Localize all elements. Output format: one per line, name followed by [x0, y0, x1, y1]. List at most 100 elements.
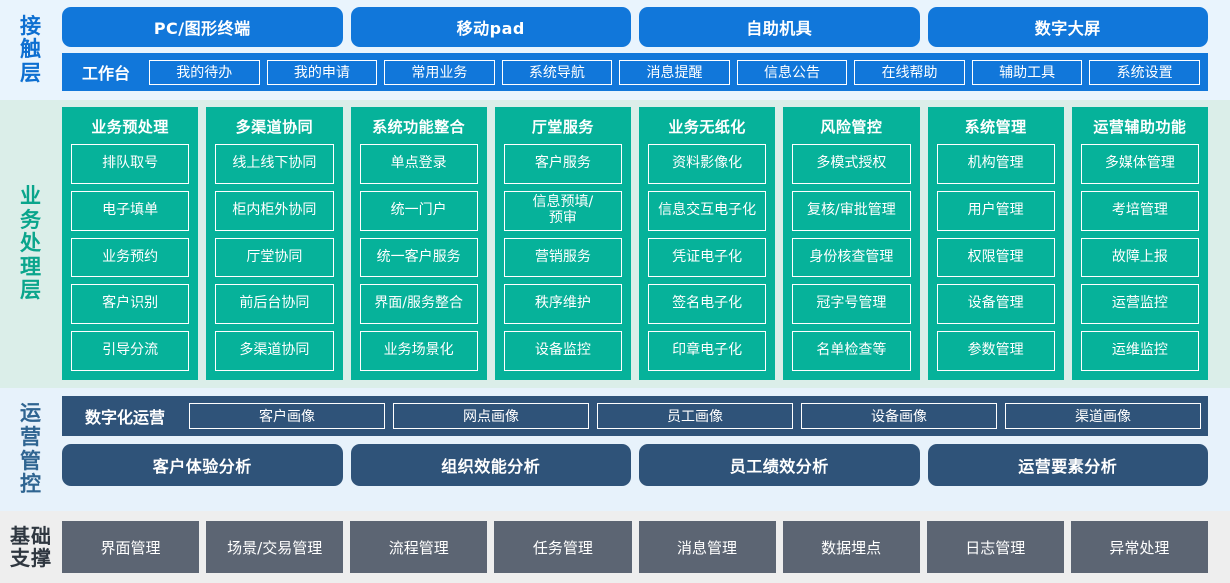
- column-title: 系统管理: [964, 117, 1027, 136]
- workbench-item-my-application[interactable]: 我的申请: [266, 59, 378, 85]
- column-item[interactable]: 运营监控: [1080, 284, 1199, 325]
- column-item[interactable]: 前后台协同: [215, 284, 334, 325]
- workbench-item-online-help[interactable]: 在线帮助: [854, 59, 965, 85]
- column-item[interactable]: 身份核查管理: [792, 237, 911, 278]
- workbench-item-common-business[interactable]: 常用业务: [384, 59, 495, 85]
- foundation-label-line-0: 基础: [10, 523, 52, 548]
- column-item[interactable]: 统一客户服务: [359, 237, 478, 278]
- column-item[interactable]: 权限管理: [936, 237, 1055, 278]
- column-title: 运营辅助功能: [1093, 117, 1187, 136]
- analysis-block-employee-performance[interactable]: 员工绩效分析: [639, 444, 920, 486]
- foundation-layer-label: 基础 支撑: [0, 511, 62, 583]
- column-item[interactable]: 信息预填/预审: [503, 190, 622, 231]
- business-column-system-integration: 系统功能整合 单点登录 统一门户 统一客户服务 界面/服务整合 业务场景化: [350, 107, 487, 380]
- contact-layer-body: PC/图形终端 移动pad 自助机具 数字大屏 工作台 我的待办 我的申请 常用…: [62, 0, 1230, 100]
- profile-item-customer[interactable]: 客户画像: [189, 403, 386, 429]
- column-item[interactable]: 多渠道协同: [215, 331, 334, 371]
- contact-layer-band: 接 触 层 PC/图形终端 移动pad 自助机具 数字大屏 工作台 我的待办 我…: [0, 0, 1230, 100]
- business-layer-label: 业 务 处 理 层: [0, 100, 62, 388]
- column-item[interactable]: 运维监控: [1080, 331, 1199, 371]
- workbench-item-announcement[interactable]: 信息公告: [736, 59, 848, 85]
- column-item[interactable]: 设备监控: [503, 331, 622, 371]
- column-item[interactable]: 柜内柜外协同: [215, 190, 334, 231]
- business-column-paperless: 业务无纸化 资料影像化 信息交互电子化 凭证电子化 签名电子化 印章电子化: [639, 107, 776, 380]
- column-item[interactable]: 统一门户: [359, 190, 478, 231]
- workbench-item-utility-tools[interactable]: 辅助工具: [971, 59, 1083, 85]
- foundation-item-data-tracking[interactable]: 数据埋点: [782, 521, 920, 573]
- profile-item-channel[interactable]: 渠道画像: [1005, 403, 1202, 429]
- workbench-item-system-navigation[interactable]: 系统导航: [501, 59, 613, 85]
- channel-item-digital-screen[interactable]: 数字大屏: [927, 7, 1208, 47]
- analysis-block-organization-efficiency[interactable]: 组织效能分析: [350, 444, 631, 486]
- column-item[interactable]: 印章电子化: [648, 331, 767, 371]
- operations-label-char-0: 运: [20, 401, 42, 426]
- foundation-item-message-management[interactable]: 消息管理: [638, 521, 776, 573]
- business-column-lobby-service: 厅堂服务 客户服务 信息预填/预审 营销服务 秩序维护 设备监控: [494, 107, 631, 380]
- digital-operations-title: 数字化运营: [85, 408, 166, 427]
- column-item[interactable]: 业务预约: [71, 237, 190, 278]
- foundation-item-log-management[interactable]: 日志管理: [926, 521, 1064, 573]
- analysis-block-customer-experience[interactable]: 客户体验分析: [62, 444, 343, 486]
- operations-label-char-3: 控: [20, 472, 42, 497]
- column-title: 业务预处理: [91, 117, 169, 136]
- foundation-item-process-management[interactable]: 流程管理: [350, 521, 488, 573]
- business-column-system-management: 系统管理 机构管理 用户管理 权限管理 设备管理 参数管理: [927, 107, 1064, 380]
- foundation-layer-band: 基础 支撑 界面管理 场景/交易管理 流程管理 任务管理 消息管理 数据埋点 日…: [0, 511, 1230, 583]
- column-title: 多渠道协同: [235, 117, 314, 136]
- column-item[interactable]: 签名电子化: [648, 284, 767, 325]
- business-layer-body: 业务预处理 排队取号 电子填单 业务预约 客户识别 引导分流 多渠道协同 线上线…: [62, 100, 1230, 388]
- column-item[interactable]: 用户管理: [936, 190, 1055, 231]
- column-item[interactable]: 界面/服务整合: [359, 284, 478, 325]
- column-item[interactable]: 凭证电子化: [648, 237, 767, 278]
- column-item[interactable]: 故障上报: [1080, 237, 1199, 278]
- foundation-item-ui-management[interactable]: 界面管理: [62, 521, 200, 573]
- column-item[interactable]: 信息交互电子化: [648, 190, 767, 231]
- profile-item-employee[interactable]: 员工画像: [597, 403, 794, 429]
- column-item[interactable]: 单点登录: [359, 144, 478, 184]
- column-item[interactable]: 资料影像化: [648, 144, 767, 184]
- column-item[interactable]: 业务场景化: [359, 331, 478, 371]
- workbench-item-system-settings[interactable]: 系统设置: [1089, 59, 1200, 85]
- column-item[interactable]: 排队取号: [71, 144, 190, 184]
- profile-item-branch[interactable]: 网点画像: [393, 403, 590, 429]
- column-item[interactable]: 机构管理: [936, 144, 1055, 184]
- foundation-item-task-management[interactable]: 任务管理: [494, 521, 632, 573]
- profile-item-device[interactable]: 设备画像: [801, 403, 998, 429]
- column-item[interactable]: 秩序维护: [503, 284, 622, 325]
- business-layer-label-text: 业 务 处 理 层: [20, 185, 42, 303]
- foundation-layer-body: 界面管理 场景/交易管理 流程管理 任务管理 消息管理 数据埋点 日志管理 异常…: [62, 511, 1230, 583]
- column-item[interactable]: 复核/审批管理: [792, 190, 911, 231]
- column-item[interactable]: 营销服务: [503, 237, 622, 278]
- column-item[interactable]: 多模式授权: [792, 144, 911, 184]
- analysis-block-operation-factors[interactable]: 运营要素分析: [927, 444, 1208, 486]
- column-item[interactable]: 多媒体管理: [1080, 144, 1199, 184]
- business-column-risk-control: 风险管控 多模式授权 复核/审批管理 身份核查管理 冠字号管理 名单检查等: [783, 107, 920, 380]
- analysis-block-list: 客户体验分析 组织效能分析 员工绩效分析 运营要素分析: [62, 444, 1208, 486]
- workbench-item-my-todo[interactable]: 我的待办: [149, 59, 260, 85]
- column-item[interactable]: 冠字号管理: [792, 284, 911, 325]
- column-item[interactable]: 线上线下协同: [215, 144, 334, 184]
- column-item[interactable]: 引导分流: [71, 331, 190, 371]
- column-item[interactable]: 电子填单: [71, 190, 190, 231]
- business-column-multichannel: 多渠道协同 线上线下协同 柜内柜外协同 厅堂协同 前后台协同 多渠道协同: [206, 107, 343, 380]
- foundation-item-scenario-transaction[interactable]: 场景/交易管理: [206, 521, 344, 573]
- operations-layer-label-text: 运 营 管 控: [20, 402, 42, 496]
- channel-item-mobile-pad[interactable]: 移动pad: [350, 7, 631, 47]
- foundation-label-line-1: 支撑: [10, 546, 52, 570]
- foundation-item-exception-handling[interactable]: 异常处理: [1070, 521, 1208, 573]
- channel-list: PC/图形终端 移动pad 自助机具 数字大屏: [62, 7, 1208, 47]
- column-item[interactable]: 考培管理: [1080, 190, 1199, 231]
- channel-item-self-service[interactable]: 自助机具: [639, 7, 920, 47]
- column-item[interactable]: 设备管理: [936, 284, 1055, 325]
- contact-label-char-0: 接: [20, 13, 42, 38]
- column-item[interactable]: 参数管理: [936, 331, 1055, 371]
- column-item[interactable]: 厅堂协同: [215, 237, 334, 278]
- digital-operations-bar: 数字化运营 客户画像 网点画像 员工画像 设备画像 渠道画像: [62, 396, 1208, 436]
- column-item[interactable]: 名单检查等: [792, 331, 911, 371]
- column-title: 系统功能整合: [372, 117, 466, 136]
- channel-item-pc[interactable]: PC/图形终端: [62, 7, 343, 47]
- workbench-item-message-alert[interactable]: 消息提醒: [619, 59, 730, 85]
- business-label-char-3: 理: [20, 254, 42, 279]
- column-item[interactable]: 客户识别: [71, 284, 190, 325]
- column-item[interactable]: 客户服务: [503, 144, 622, 184]
